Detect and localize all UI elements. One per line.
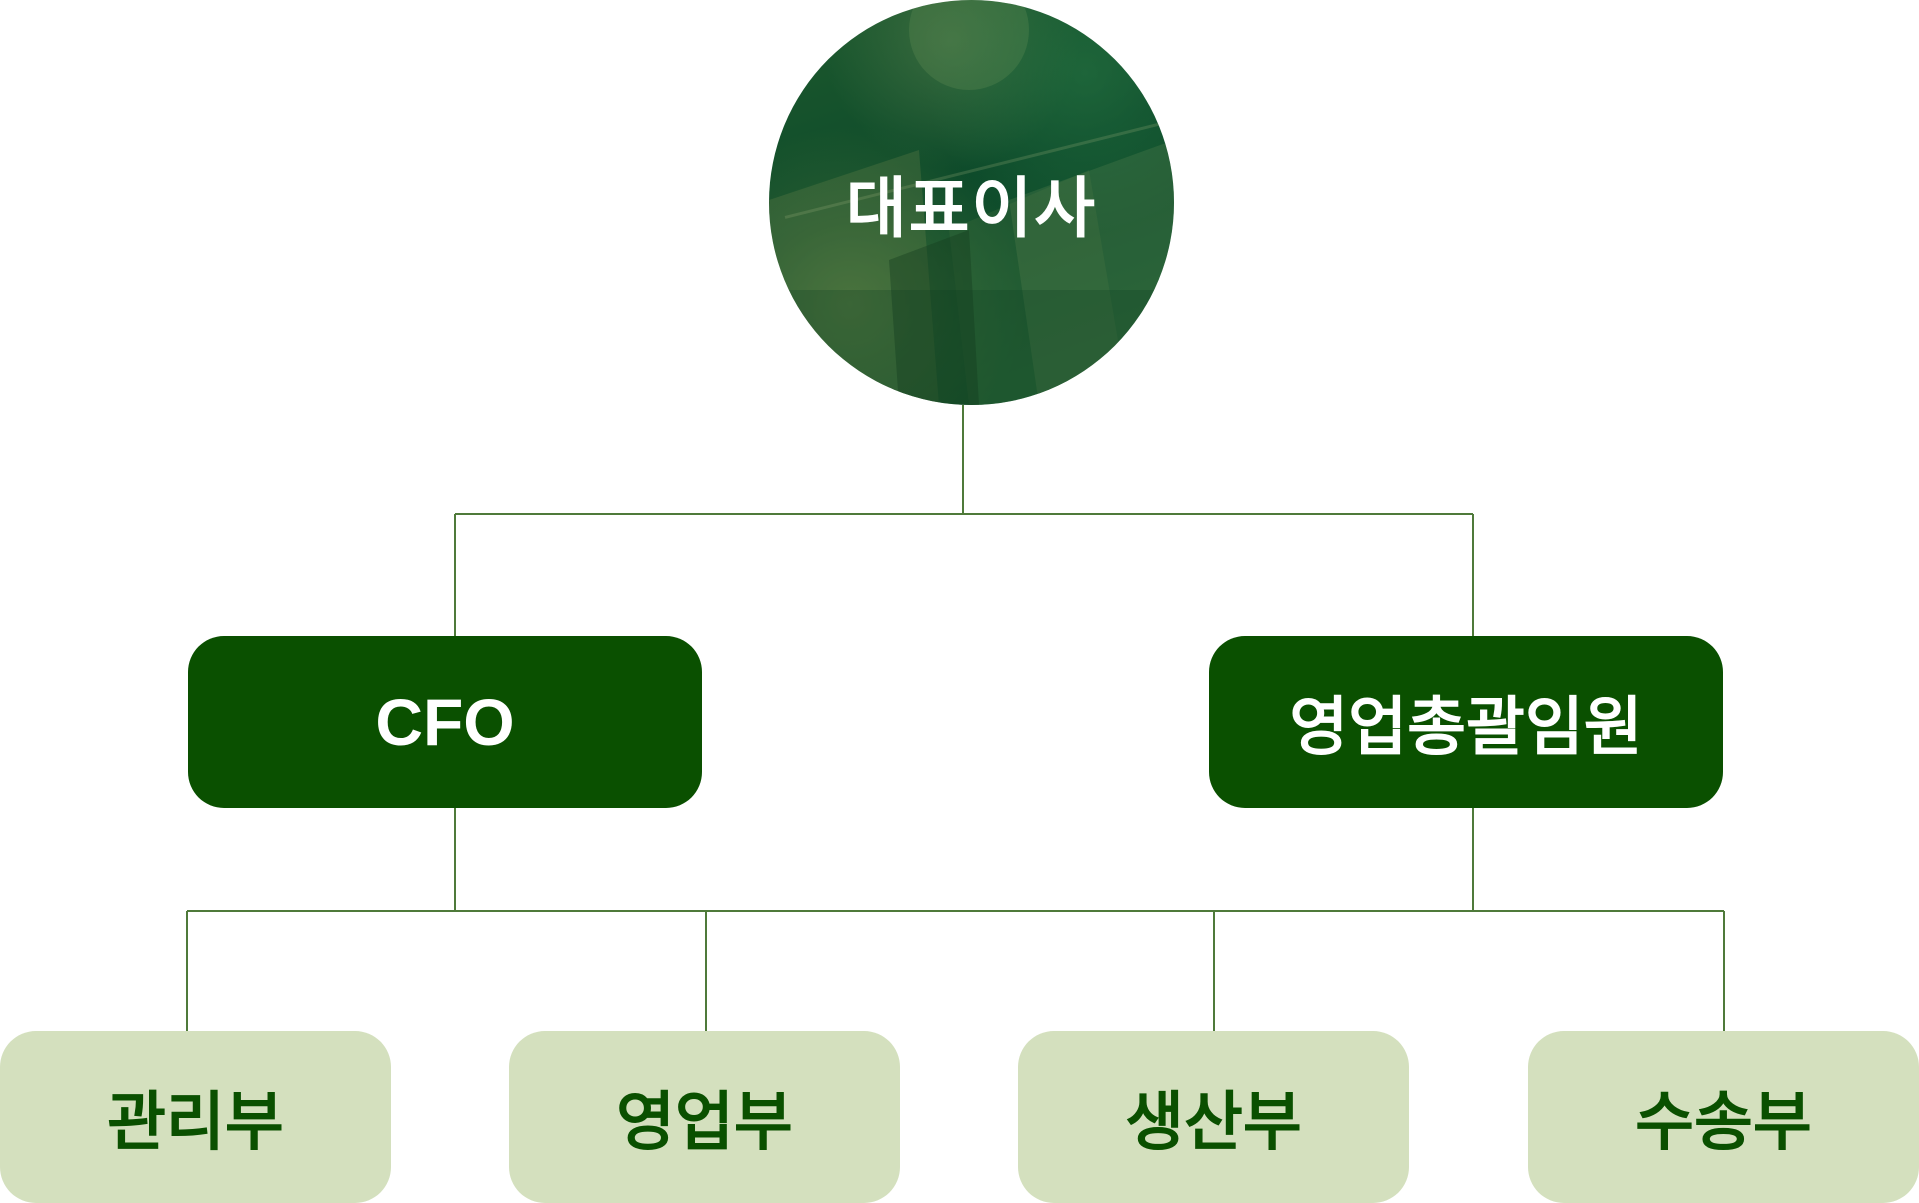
department-node-sales: 영업부 [509,1031,900,1203]
department-node-management: 관리부 [0,1031,391,1203]
ceo-node: 대표이사 [769,0,1174,405]
department-node-production: 생산부 [1018,1031,1409,1203]
ceo-label: 대표이사 [846,169,1097,247]
department-label: 관리부 [107,1086,284,1160]
sales-executive-node: 영업총괄임원 [1209,636,1723,808]
ceo-background-image [769,0,1174,405]
department-label: 생산부 [1125,1086,1302,1160]
cfo-node: CFO [188,636,702,808]
sales-executive-label: 영업총괄임원 [1289,691,1643,765]
cfo-label: CFO [375,685,515,759]
department-label: 수송부 [1635,1086,1812,1160]
department-node-transport: 수송부 [1528,1031,1919,1203]
department-label: 영업부 [616,1086,793,1160]
